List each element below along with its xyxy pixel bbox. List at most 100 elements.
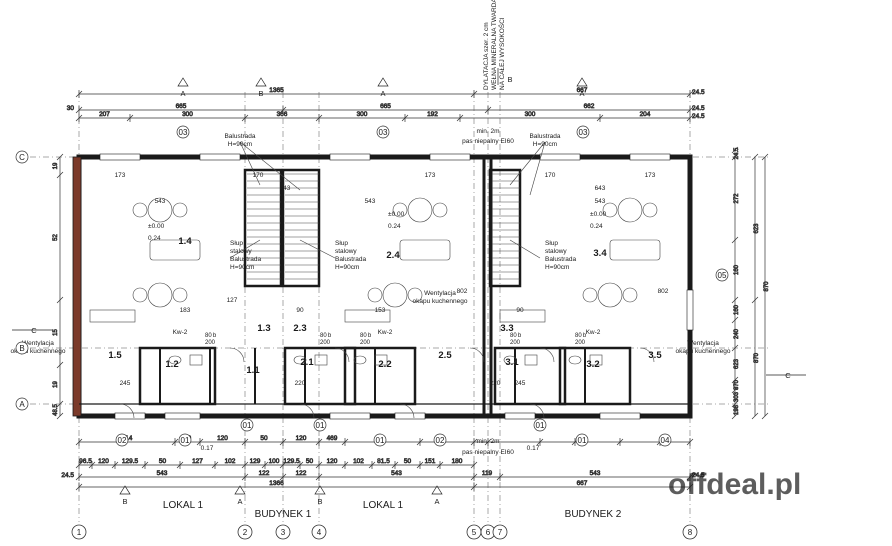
top-dim-1-label: 667 xyxy=(577,87,588,94)
toilet xyxy=(353,355,367,365)
leader-line xyxy=(509,141,546,186)
section-marker-A: A xyxy=(180,89,185,98)
axis-bubble-1 xyxy=(71,524,87,540)
note-door-80: 80 b xyxy=(510,333,522,339)
note-kw2: Kw-2 xyxy=(173,329,188,336)
note-ventilation: Wentylacja xyxy=(687,340,719,347)
note-min-distance-bottom: min. 2m xyxy=(476,438,499,445)
bot-dim-2-label: 50 xyxy=(306,458,314,465)
note-kw2: Kw-2 xyxy=(378,329,393,336)
bot-dim-5-label: 24.5 xyxy=(61,472,74,479)
room-label-3-4: 3.4 xyxy=(593,248,607,259)
bot-dim-2-label: 81.5 xyxy=(377,458,390,465)
toilet xyxy=(293,355,307,365)
row-axis-bubble xyxy=(15,150,29,164)
chair xyxy=(172,287,188,303)
table-round xyxy=(617,197,643,223)
right-dim-2-label: 870 xyxy=(754,352,760,363)
label-budynek-2: BUDYNEK 2 xyxy=(565,509,622,520)
bubble-03 xyxy=(176,125,190,139)
right-dim-1-tick xyxy=(731,316,739,324)
note-dilatation-height: NA CAŁEJ WYSOKOŚCI xyxy=(497,17,506,90)
top-dim-4-label: 24.5 xyxy=(692,89,705,96)
bot-dim-3-label: 122 xyxy=(296,470,307,477)
leader-line xyxy=(239,141,261,186)
section-marker-B: B xyxy=(258,89,263,98)
note-pillar: Słup xyxy=(335,240,348,247)
axis-bubble-label-2: 2 xyxy=(243,528,248,537)
chair xyxy=(172,202,188,218)
top-dim-3-label: 207 xyxy=(99,111,110,118)
room-label-1-5: 1.5 xyxy=(108,350,122,361)
section-marker-A: A xyxy=(380,89,385,98)
section-marker-b2: B xyxy=(507,75,512,84)
row-axis-label-B: B xyxy=(19,344,24,353)
chair xyxy=(392,202,408,218)
note-door-200: 200 xyxy=(320,340,331,346)
bubble-01-label: 01 xyxy=(316,421,325,430)
right-dim-3-tick xyxy=(761,412,769,420)
bubble-03-label: 03 xyxy=(179,128,188,137)
note-inner-dim: 543 xyxy=(595,198,606,205)
bubble-05-label: 05 xyxy=(718,271,727,280)
room-label-3-2: 3.2 xyxy=(586,359,599,370)
note-pillar: Słup xyxy=(545,240,558,247)
table-round xyxy=(597,282,623,308)
note-dilatation-width: DYLATACJA szer. 2 cm xyxy=(483,22,490,90)
bubble-02 xyxy=(115,433,129,447)
left-dim-label: 52 xyxy=(53,234,59,241)
right-dim-1-tick xyxy=(731,296,739,304)
bubble-03 xyxy=(376,125,390,139)
bot-dim-2-label: 180 xyxy=(452,458,463,465)
bot-dim-3-label: 122 xyxy=(259,470,270,477)
door-swing xyxy=(334,347,350,363)
door-swing xyxy=(299,403,315,419)
top-dim-1-label: 1365 xyxy=(269,87,284,94)
note-inner-dim: 0.17 xyxy=(201,445,214,452)
note-ventilation: Wentylacja xyxy=(424,290,456,297)
window-top-0 xyxy=(99,153,141,161)
note-level-zero: ±0.00 xyxy=(388,211,405,218)
axis-bubble-4 xyxy=(311,524,327,540)
right-dim-1-label: 160 xyxy=(734,264,740,275)
table-round xyxy=(407,197,433,223)
chair xyxy=(582,287,598,303)
section-c-marker: C xyxy=(785,371,791,380)
window-top-4 xyxy=(539,153,581,161)
note-level-zero: ±0.00 xyxy=(148,223,165,230)
bubble-03-label: 03 xyxy=(579,128,588,137)
axis-bubble-7 xyxy=(492,524,508,540)
sofa xyxy=(399,239,451,261)
row-axis-label-A: A xyxy=(19,400,25,409)
note-pillar-steel: stalowy xyxy=(545,248,567,255)
leader-line xyxy=(239,141,301,191)
note-pillar: Słup xyxy=(230,240,243,247)
bot-dim-3-label: 543 xyxy=(590,470,601,477)
toilet xyxy=(503,355,517,365)
bot-dim-2-label: 120 xyxy=(98,458,109,465)
note-min-distance-top: min. 2m xyxy=(476,128,499,135)
bot-dim-4-label: 667 xyxy=(577,480,588,487)
window-bottom-1 xyxy=(164,412,201,420)
bubble-02-label: 02 xyxy=(118,436,127,445)
bot-dim-4-label: 1366 xyxy=(269,480,284,487)
note-ventilation-hood: okapu kuchennego xyxy=(11,348,66,355)
section-arrow xyxy=(314,485,326,495)
window-bottom-3 xyxy=(394,412,426,420)
axis-bubble-2 xyxy=(237,524,253,540)
right-dim-1-tick xyxy=(731,146,739,154)
right-dim-2-tick xyxy=(751,296,759,304)
note-door-200: 200 xyxy=(575,340,586,346)
stair-wall-3 xyxy=(488,168,522,288)
note-inner-dim: 127 xyxy=(227,297,238,304)
bubble-02-label: 02 xyxy=(436,436,445,445)
top-dim-3-label: 366 xyxy=(277,111,288,118)
bot-dim-1-label: 120 xyxy=(217,435,228,442)
door-swing xyxy=(539,347,555,363)
sink xyxy=(524,354,538,366)
bubble-01 xyxy=(240,418,254,432)
note-pillar-height: H=90cm xyxy=(545,264,569,271)
right-dim-1-label: 24.5 xyxy=(734,147,740,159)
